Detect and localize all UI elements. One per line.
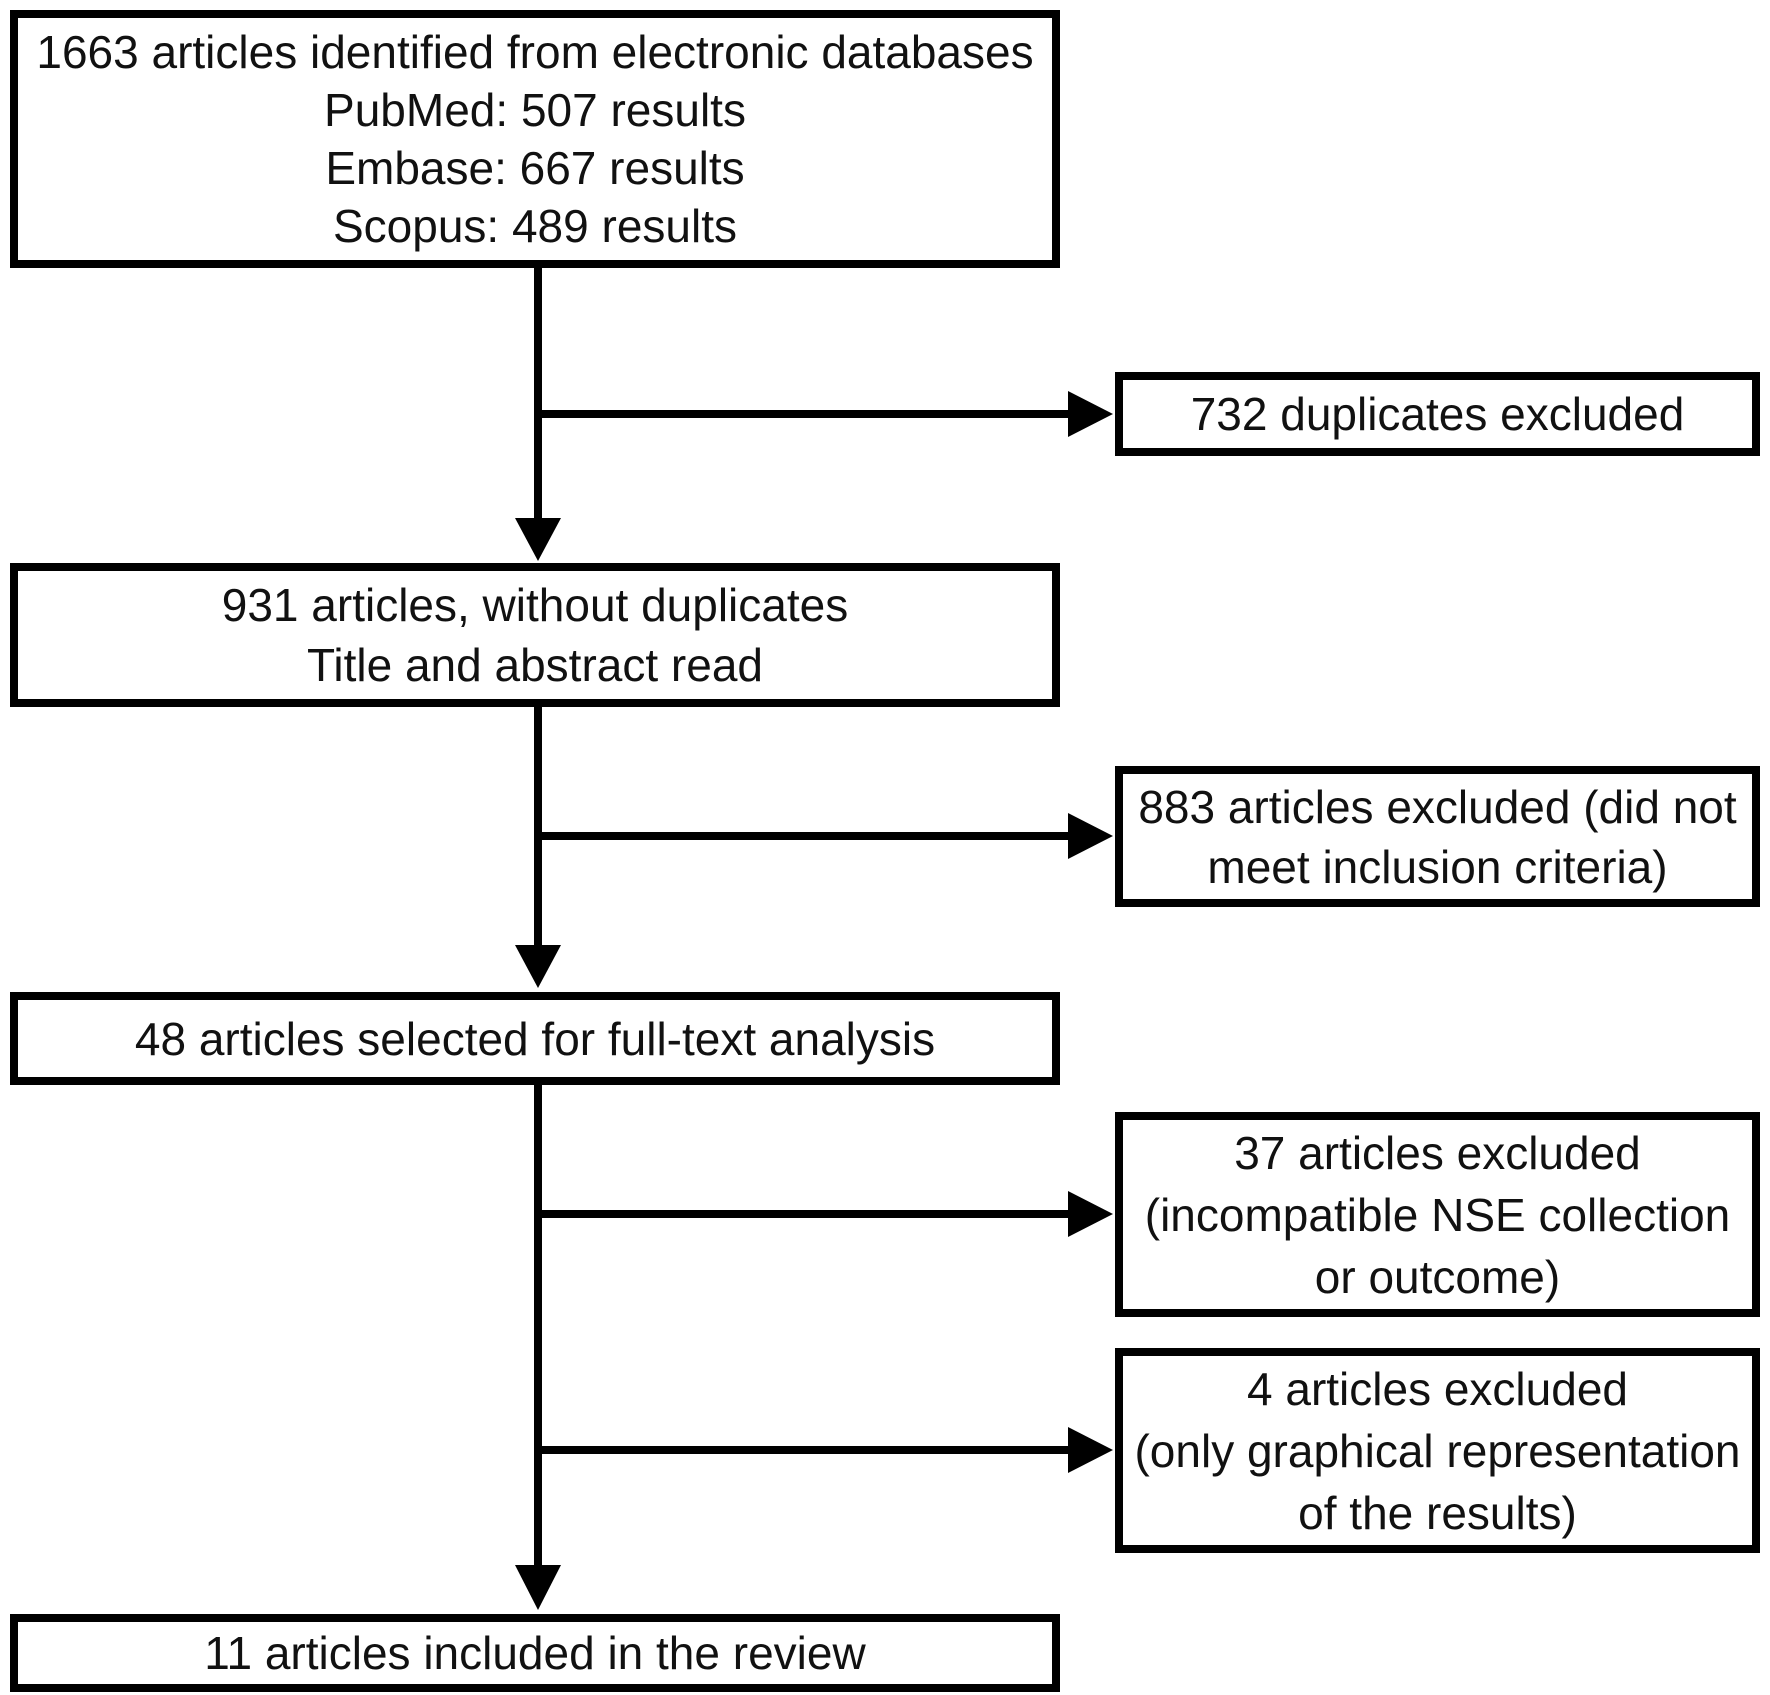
- arrowhead-down-fulltext: [515, 945, 561, 988]
- box-line: of the results): [1298, 1486, 1577, 1539]
- box-articles-identified: 1663 articles identified from electronic…: [10, 10, 1060, 268]
- box-line: 48 articles selected for full-text analy…: [134, 1012, 936, 1065]
- box-line: 37 articles excluded: [1234, 1126, 1641, 1179]
- box-graphical-excluded: 4 articles excluded (only graphical repr…: [1115, 1348, 1760, 1553]
- box-full-text-analysis: 48 articles selected for full-text analy…: [10, 992, 1060, 1085]
- box-without-duplicates: 931 articles, without duplicates Title a…: [10, 563, 1060, 707]
- arrowhead-right-nse: [1068, 1191, 1113, 1237]
- box-inclusion-criteria-excluded: 883 articles excluded (did not meet incl…: [1115, 766, 1760, 907]
- box-line: Embase: 667 results: [325, 142, 745, 194]
- box-line: or outcome): [1314, 1250, 1561, 1303]
- arrowhead-down-included: [515, 1565, 561, 1610]
- box-duplicates-excluded: 732 duplicates excluded: [1115, 372, 1760, 456]
- arrowhead-down-dedup: [515, 518, 561, 561]
- box-line: 931 articles, without duplicates: [221, 579, 849, 631]
- arrowhead-right-graphical: [1068, 1427, 1113, 1473]
- arrowhead-right-duplicates: [1068, 391, 1113, 437]
- box-line: (only graphical representation: [1134, 1424, 1741, 1477]
- box-line: PubMed: 507 results: [324, 84, 746, 136]
- box-line: 732 duplicates excluded: [1190, 388, 1685, 440]
- box-line: 4 articles excluded: [1247, 1362, 1628, 1415]
- box-included-in-review: 11 articles included in the review: [10, 1614, 1060, 1692]
- arrowhead-right-criteria: [1068, 813, 1113, 859]
- box-line: 11 articles included in the review: [204, 1627, 866, 1679]
- box-nse-excluded: 37 articles excluded (incompatible NSE c…: [1115, 1112, 1760, 1317]
- box-line: Title and abstract read: [307, 639, 763, 691]
- box-line: 1663 articles identified from electronic…: [36, 26, 1034, 78]
- box-line: 883 articles excluded (did not: [1138, 780, 1737, 833]
- box-line: (incompatible NSE collection: [1144, 1188, 1731, 1241]
- box-line: meet inclusion criteria): [1207, 840, 1668, 893]
- box-line: Scopus: 489 results: [332, 200, 737, 252]
